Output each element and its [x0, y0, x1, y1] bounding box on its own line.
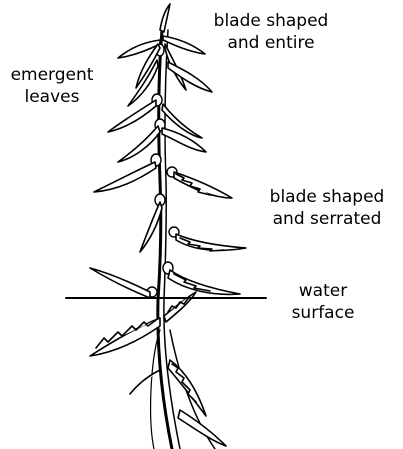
label-emergent-line1: emergent — [4, 64, 100, 86]
label-serrated-line1: blade shaped — [252, 186, 402, 208]
label-water-line2: surface — [268, 302, 378, 324]
label-entire-line1: blade shaped — [206, 10, 336, 32]
emergent-leaves-serrated — [90, 172, 246, 298]
label-water-surface: water surface — [268, 280, 378, 324]
label-entire-line2: and entire — [206, 32, 336, 54]
label-emergent-line2: leaves — [4, 86, 100, 108]
label-water-line1: water — [268, 280, 378, 302]
label-serrated-line2: and serrated — [252, 208, 402, 230]
label-blade-entire: blade shaped and entire — [206, 10, 336, 54]
label-blade-serrated: blade shaped and serrated — [252, 186, 402, 230]
label-emergent-leaves: emergent leaves — [4, 64, 100, 108]
